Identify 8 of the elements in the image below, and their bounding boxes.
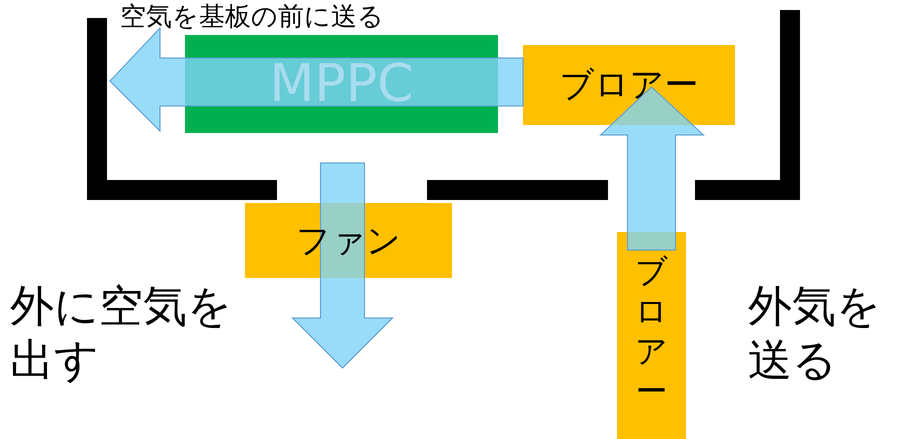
blower-box: ブロアー — [523, 45, 735, 125]
block-arrow — [291, 162, 394, 369]
block-arrow — [599, 86, 705, 250]
blower-box: ブロアー — [617, 232, 686, 439]
top-caption: 空気を基板の前に送る — [120, 2, 385, 32]
side-note: 外気を送る — [748, 280, 882, 388]
block-arrow — [109, 26, 524, 132]
side-note: 外に空気を出す — [10, 280, 233, 388]
